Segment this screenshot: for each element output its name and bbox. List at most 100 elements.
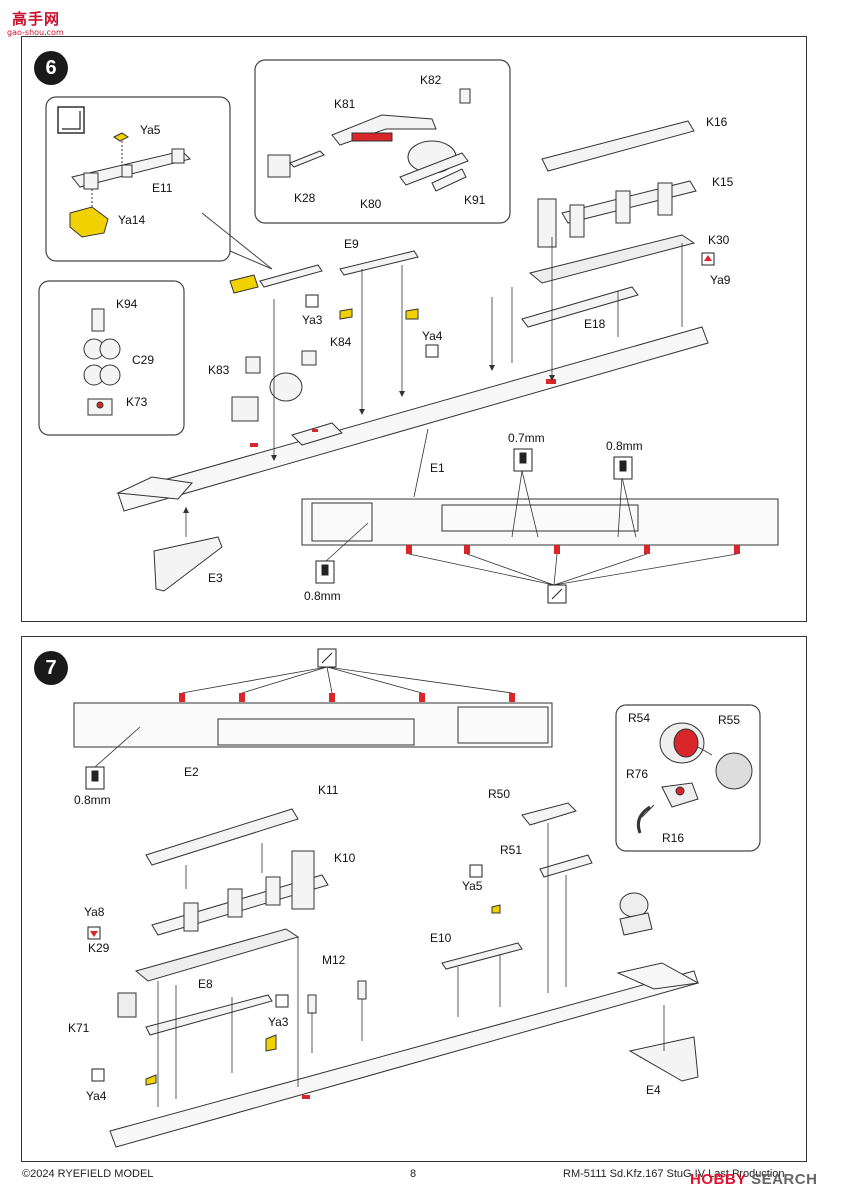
part-k84 (231, 350, 317, 422)
step-7-panel: 7 (21, 636, 807, 1162)
part-e1-flat (301, 498, 779, 546)
part-e11 (71, 148, 191, 190)
label-drill-07: 0.7mm (508, 431, 545, 445)
label-ya5: Ya5 (462, 879, 483, 893)
part-k71 (117, 992, 137, 1018)
part-ya4 (405, 308, 419, 320)
part-k11 (145, 808, 299, 866)
label-k30: K30 (708, 233, 730, 247)
part-ya4 (145, 1074, 157, 1086)
step-number: 7 (34, 651, 68, 685)
part-k81-assembly (267, 88, 471, 192)
label-ya8: Ya8 (84, 905, 105, 919)
detail-box-k94 (38, 280, 185, 436)
part-e11-assembled (229, 274, 259, 294)
part-k16-k15 (537, 120, 697, 248)
label-k94: K94 (116, 297, 138, 311)
label-k81: K81 (334, 97, 356, 111)
label-r50: R50 (488, 787, 511, 801)
label-e18: E18 (584, 317, 606, 331)
label-r76: R76 (626, 767, 649, 781)
label-ya4: Ya4 (422, 329, 443, 343)
side-icon-ya3 (305, 294, 319, 308)
watermark-title: 高手网 (12, 11, 61, 28)
label-drill-08b: 0.8mm (304, 589, 341, 603)
label-k80: K80 (360, 197, 382, 211)
brand-part2: SEARCH (751, 1171, 818, 1188)
part-e10 (441, 942, 523, 970)
label-k16: K16 (706, 115, 728, 129)
label-e9: E9 (344, 237, 359, 251)
part-e18 (521, 286, 639, 328)
label-m12: M12 (322, 953, 346, 967)
label-k10: K10 (334, 851, 356, 865)
part-k10 (151, 850, 329, 936)
label-k71: K71 (68, 1021, 90, 1035)
part-k29 (134, 928, 300, 982)
label-k28: K28 (294, 191, 316, 205)
label-ya3: Ya3 (302, 313, 323, 327)
hull-lower (109, 962, 700, 1148)
hull-e1 (116, 326, 709, 512)
label-drill-08a: 0.8mm (606, 439, 643, 453)
label-k15: K15 (712, 175, 734, 189)
label-k91: K91 (464, 193, 486, 207)
step-6-drawing (38, 59, 779, 604)
sprue-gate-markers (406, 545, 740, 554)
brand-part1: HOBBY (690, 1171, 747, 1188)
side-view-icon (57, 106, 85, 134)
part-e2 (73, 702, 553, 748)
sprue-gate-markers (179, 693, 515, 702)
part-ya3 (339, 308, 353, 320)
orientation-icon (87, 926, 101, 940)
part-e4 (628, 1036, 699, 1082)
label-r55: R55 (718, 713, 741, 727)
side-icon-ya3 (275, 994, 289, 1008)
label-k82: K82 (420, 73, 442, 87)
part-e8 (145, 994, 273, 1036)
label-e4: E4 (646, 1083, 661, 1097)
drill-icon-07 (513, 448, 533, 472)
detail-box-r54 (615, 704, 761, 852)
label-drill-08: 0.8mm (74, 793, 111, 807)
footer-page-number: 8 (410, 1168, 417, 1180)
label-r16: R16 (662, 831, 685, 845)
part-ya5 (113, 132, 129, 142)
label-e3: E3 (208, 571, 223, 585)
part-e3 (153, 536, 223, 592)
label-k29: K29 (88, 941, 110, 955)
part-k30 (528, 234, 696, 284)
part-ya5 (491, 904, 501, 914)
drill-icon-08b (315, 560, 335, 584)
label-c29: C29 (132, 353, 155, 367)
watermark-logo: 高手网 gao-shou.com (4, 4, 70, 38)
part-r54 (636, 722, 753, 834)
step-number: 6 (34, 51, 68, 85)
label-ya9: Ya9 (710, 273, 731, 287)
label-e1: E1 (430, 461, 445, 475)
side-icon-ya5 (469, 864, 483, 878)
step-7-drawing (73, 648, 761, 1148)
label-k83: K83 (208, 363, 230, 377)
step-6-panel: 6 (21, 36, 807, 622)
label-e2: E2 (184, 765, 199, 779)
label-k84: K84 (330, 335, 352, 349)
detail-box-k81 (254, 59, 511, 224)
cut-icon (317, 648, 337, 668)
watermark-url: gao-shou.com (7, 28, 64, 37)
drill-icon-08a (613, 456, 633, 480)
side-icon-ya4 (91, 1068, 105, 1082)
detail-box-e11 (45, 96, 231, 262)
label-ya4: Ya4 (86, 1089, 107, 1103)
label-e8: E8 (198, 977, 213, 991)
footer-product: RM-5111 Sd.Kfz.167 StuG IV Last Producti… (563, 1168, 785, 1180)
orientation-icon (701, 252, 715, 266)
label-ya3: Ya3 (268, 1015, 289, 1029)
label-e10: E10 (430, 931, 452, 945)
part-headlight (619, 892, 653, 936)
cut-icon (547, 584, 567, 604)
label-r51: R51 (500, 843, 523, 857)
part-k94 (83, 308, 121, 416)
label-ya14: Ya14 (118, 213, 146, 227)
part-r50-r51 (521, 802, 593, 878)
